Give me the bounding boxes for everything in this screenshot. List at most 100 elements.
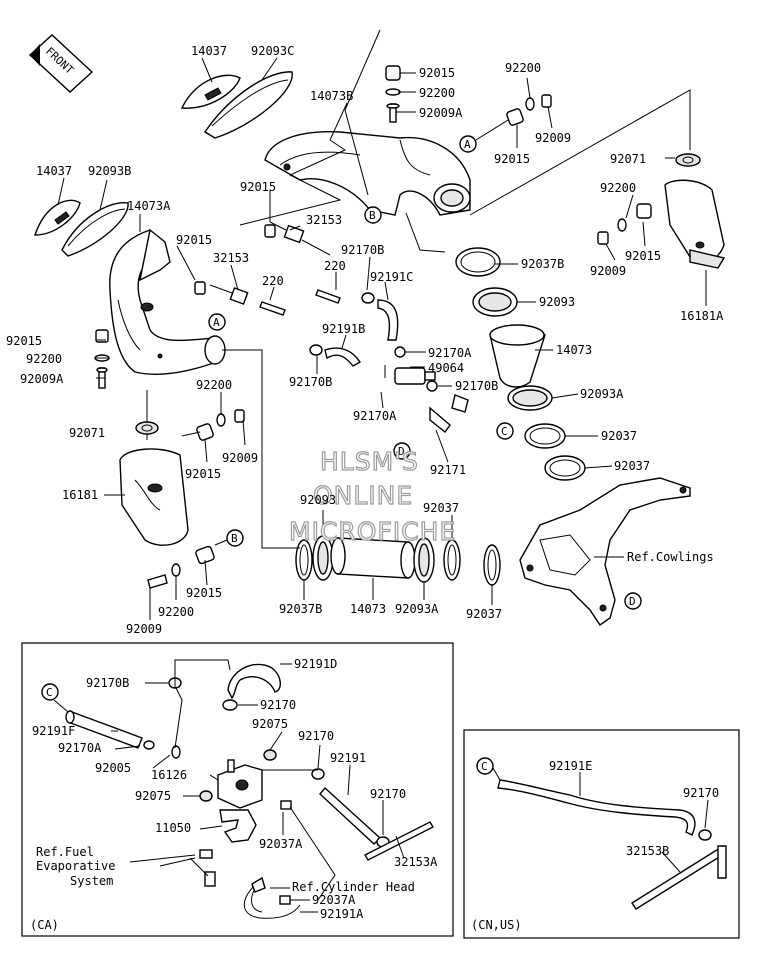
label-92200-right: 92200 — [600, 181, 636, 195]
cn-us-assembly — [497, 779, 727, 910]
label-ca-16126: 16126 — [151, 768, 187, 782]
ca-labels: 92170B 92191D 92170 92191F 92075 92170A … — [30, 657, 438, 932]
label-92037b-upper: 92037B — [521, 257, 564, 271]
label-ca-32153a: 32153A — [394, 855, 438, 869]
leader-lines — [57, 29, 707, 620]
cn-us-callouts: C — [476, 757, 494, 775]
label-box-ca: (CA) — [30, 918, 59, 932]
label-92093-lower: 92093 — [300, 493, 336, 507]
label-ca-92170b: 92170B — [86, 676, 129, 690]
clamp-92037-lower-b — [483, 544, 501, 586]
ca-leaders — [53, 659, 405, 913]
label-ca-92170-mid: 92170 — [298, 729, 334, 743]
callout-c-1: C — [501, 425, 508, 438]
ref-cowlings: Ref.Cowlings — [627, 550, 714, 564]
label-ca-92037a-upper: 92037A — [259, 837, 303, 851]
label-92037-upper-b: 92037 — [614, 459, 650, 473]
cn-us-leaders — [492, 767, 709, 873]
callout-a-1: A — [464, 138, 471, 151]
label-ca-11050: 11050 — [155, 821, 191, 835]
label-92093-upper: 92093 — [539, 295, 575, 309]
label-92170b-upper: 92170B — [341, 243, 384, 257]
label-92170a-lower: 92170A — [353, 409, 397, 423]
label-ca-92075-upper: 92075 — [252, 717, 288, 731]
clamp-band-14037-upper — [180, 74, 241, 109]
label-92200-left: 92200 — [26, 352, 62, 366]
label-32153-lower: 32153 — [213, 251, 249, 265]
cowling-bracket — [519, 477, 691, 626]
clip-92170b-lower — [309, 344, 323, 356]
label-92200-lower: 92200 — [158, 605, 194, 619]
label-92015-top: 92015 — [419, 66, 455, 80]
label-92093a-upper: 92093A — [580, 387, 624, 401]
label-cnus-32153b: 32153B — [626, 844, 669, 858]
label-16181a: 16181A — [680, 309, 724, 323]
clamp-92037-upper-b — [544, 455, 586, 481]
intake-duct-14073a — [109, 228, 226, 376]
watermark-line-1: HLSM'S — [320, 447, 419, 476]
label-92015-left-mid: 92015 — [185, 467, 221, 481]
bolt-220-a — [315, 289, 341, 304]
clamp-92037-upper-a — [524, 423, 566, 449]
label-92015-duct: 92015 — [176, 233, 212, 247]
clamp-92037b-upper — [455, 247, 501, 277]
ref-cylinder-head: Ref.Cylinder Head — [292, 880, 415, 894]
clamp-92037-lower-a — [443, 539, 461, 581]
label-220-b: 220 — [262, 274, 284, 288]
label-ca-92191f: 92191F — [32, 724, 75, 738]
clamp-band-14037-lower — [34, 199, 81, 236]
ca-assembly — [65, 663, 434, 919]
ca-box — [21, 642, 454, 937]
label-ca-92037a-lower: 92037A — [312, 893, 356, 907]
label-16181: 16181 — [62, 488, 98, 502]
label-14073a: 14073A — [127, 199, 171, 213]
seal-92093c — [204, 71, 293, 139]
callout-d-2: D — [629, 595, 636, 608]
label-ca-92005: 92005 — [95, 761, 131, 775]
bolt-220-b — [259, 301, 286, 316]
seal-92093a-upper — [507, 385, 553, 411]
label-ca-92191a: 92191A — [320, 907, 364, 921]
label-92200-top: 92200 — [419, 86, 455, 100]
bolt-stack-top — [385, 65, 401, 123]
label-cnus-92170: 92170 — [683, 786, 719, 800]
valve-49064 — [394, 367, 438, 392]
label-92015-lower: 92015 — [186, 586, 222, 600]
hose-92191b — [324, 347, 361, 367]
label-ca-92170-upper: 92170 — [260, 698, 296, 712]
ref-fuel-line-2: Evaporative — [36, 859, 115, 873]
valve-32153-lower — [209, 284, 249, 305]
spacer-92015-mid — [194, 224, 276, 295]
cn-us-labels: 92191E 92170 32153B (CN,US) — [471, 759, 719, 932]
seal-92093-upper — [472, 287, 518, 317]
label-92093a-lower: 92093A — [395, 602, 439, 616]
clip-92170b-upper — [361, 292, 375, 304]
label-92015-left: 92015 — [6, 334, 42, 348]
label-32153-upper: 32153 — [306, 213, 342, 227]
label-92037-lower-b: 92037 — [466, 607, 502, 621]
tube-14073-lower — [330, 537, 416, 579]
watermark-line-2: ONLINE — [313, 481, 413, 510]
watermark: HLSM'S ONLINE MICROFICHE — [288, 446, 455, 546]
label-220-a: 220 — [324, 259, 346, 273]
label-92015-mid: 92015 — [240, 180, 276, 194]
label-92009-upper-right: 92009 — [535, 131, 571, 145]
tube-14073-upper — [489, 324, 546, 388]
ref-fuel-line-3: System — [70, 874, 113, 888]
callout-c-cnus: C — [481, 760, 488, 773]
label-92037-lower-a: 92037 — [423, 501, 459, 515]
label-92015-upper-right: 92015 — [494, 152, 530, 166]
label-box-cn-us: (CN,US) — [471, 918, 522, 932]
label-92200-upper-right: 92200 — [505, 61, 541, 75]
clip-92170a — [384, 346, 406, 378]
label-92071-left: 92071 — [69, 426, 105, 440]
callout-c-ca: C — [46, 686, 53, 699]
hose-92191c — [377, 299, 399, 341]
part-labels-main: 14037 92093C 92015 92200 92009A 14073B 9… — [6, 44, 724, 636]
bolt-set-upper-right — [506, 94, 552, 126]
clamp-92037b-lower — [295, 539, 313, 581]
label-14073-lower: 14073 — [350, 602, 386, 616]
label-92009a-top: 92009A — [419, 106, 463, 120]
label-92170b-right: 92170B — [455, 379, 498, 393]
